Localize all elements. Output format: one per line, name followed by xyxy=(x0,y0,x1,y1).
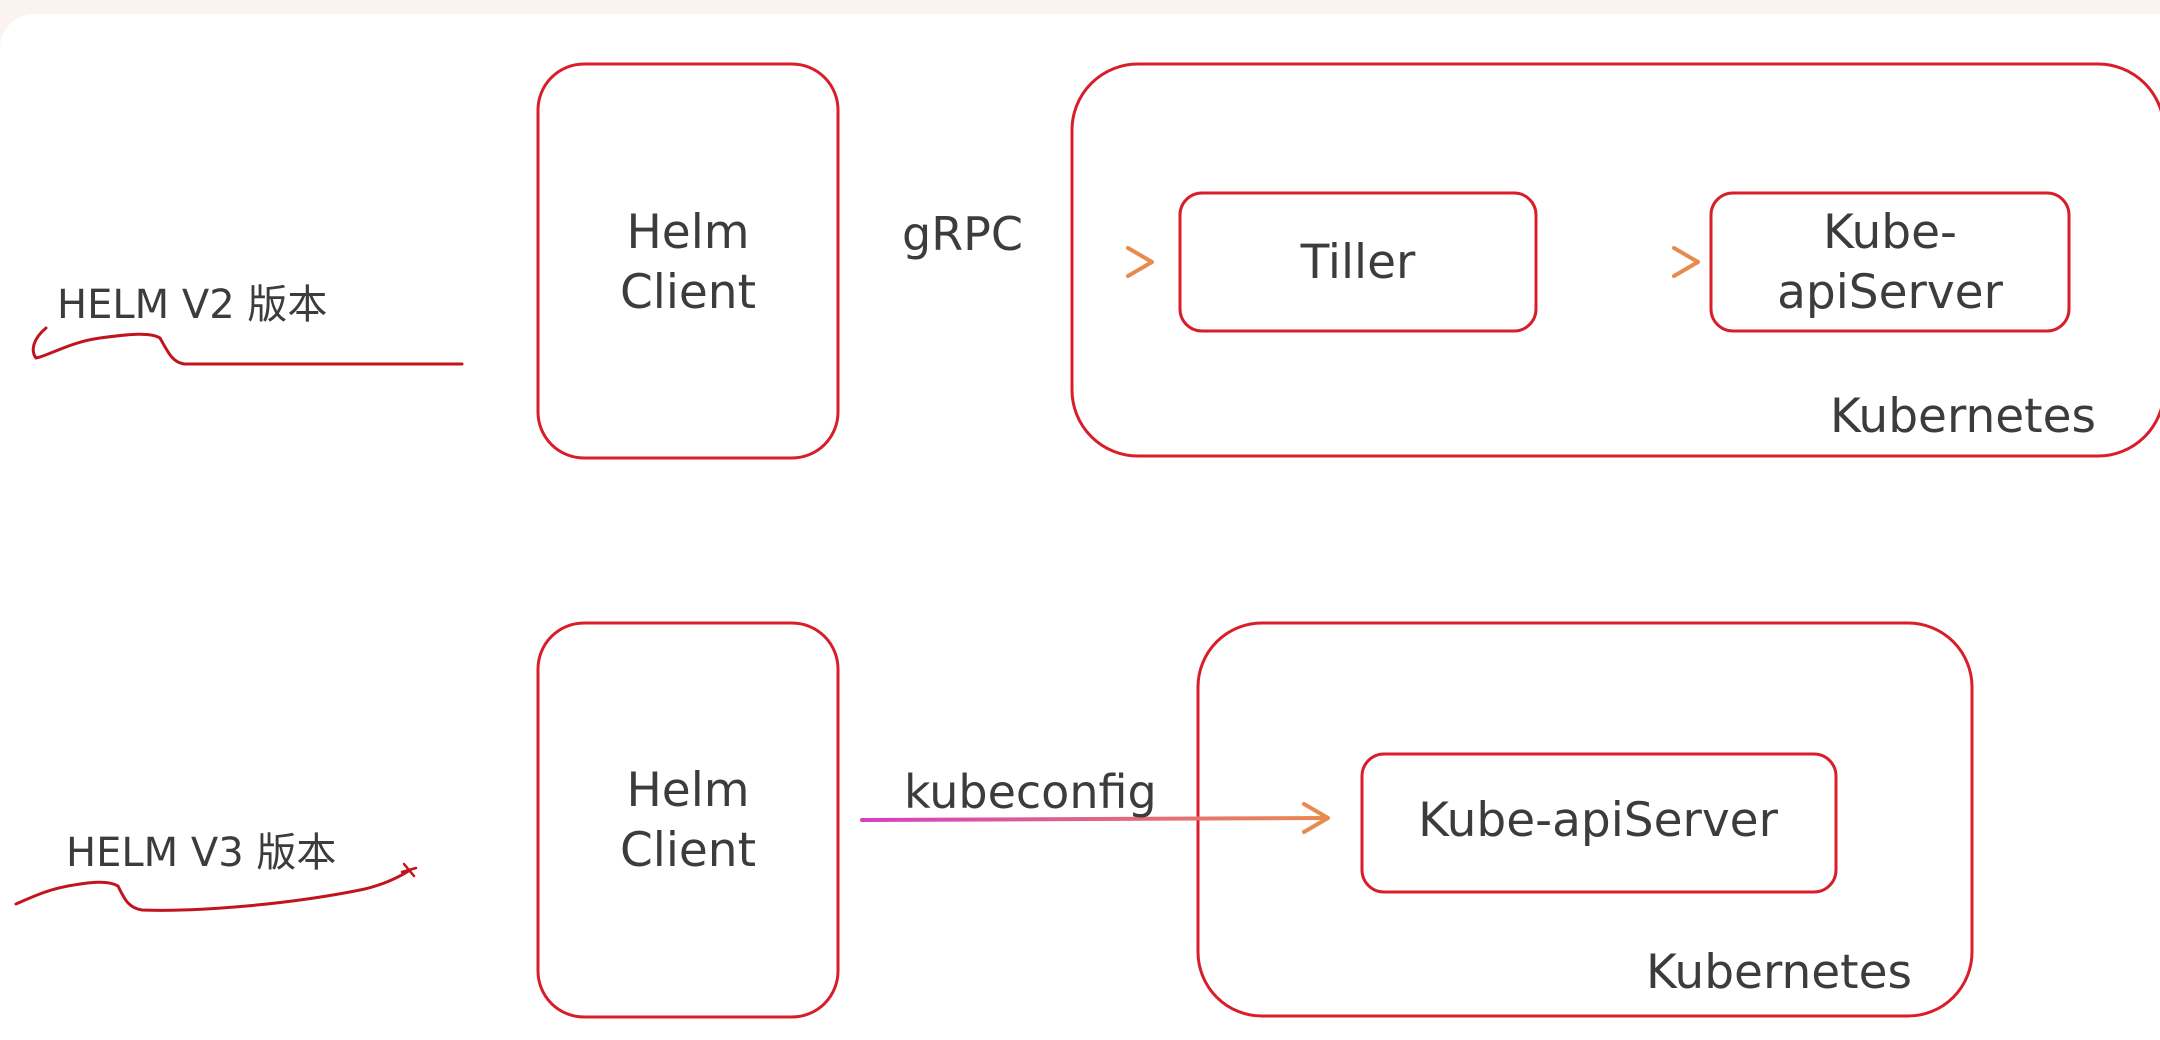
v3-handwritten-underline xyxy=(14,868,412,912)
slide-background xyxy=(0,14,2160,1040)
v3-kubeconfig-label: kubeconfig xyxy=(904,765,1157,819)
v3-kubernetes-label: Kubernetes xyxy=(1646,945,1912,1000)
v2-helm-client-label-line2: Client xyxy=(620,265,756,320)
v3-kubeconfig-arrow xyxy=(860,802,1330,834)
v2-kubernetes-label: Kubernetes xyxy=(1830,389,2096,444)
v2-kube-apiserver-label-line1: Kube- xyxy=(1823,205,1957,260)
helm-v3-section: HELM V3 版本 Helm Client Kubernetes Kube-a… xyxy=(14,621,1974,1019)
v3-kube-apiserver-label: Kube-apiServer xyxy=(1418,793,1778,848)
v2-tiller-to-apiserver-arrow xyxy=(1546,246,1700,278)
v2-tiller-label: Tiller xyxy=(1300,235,1416,290)
v2-helm-client-label-line1: Helm xyxy=(626,205,749,260)
v3-kube-apiserver-box xyxy=(1360,752,1838,894)
v3-version-label: HELM V3 版本 xyxy=(66,830,336,876)
v2-kube-apiserver-label-line2: apiServer xyxy=(1777,265,2003,320)
v2-grpc-arrow xyxy=(838,246,1154,278)
v2-helm-client-box xyxy=(536,62,840,460)
v3-helm-client-label-line1: Helm xyxy=(626,763,749,818)
v2-handwritten-underline xyxy=(31,326,464,366)
v2-kube-apiserver-box xyxy=(1709,191,2071,333)
v2-version-label: HELM V2 版本 xyxy=(57,282,327,328)
v2-tiller-box xyxy=(1178,191,1538,333)
helm-v2-section: HELM V2 版本 Helm Client Kubernetes Tiller… xyxy=(31,62,2160,460)
v3-underline-tick xyxy=(400,862,418,878)
v2-grpc-label: gRPC xyxy=(902,207,1023,261)
v3-helm-client-label-line2: Client xyxy=(620,823,756,878)
v3-helm-client-box xyxy=(536,621,840,1019)
